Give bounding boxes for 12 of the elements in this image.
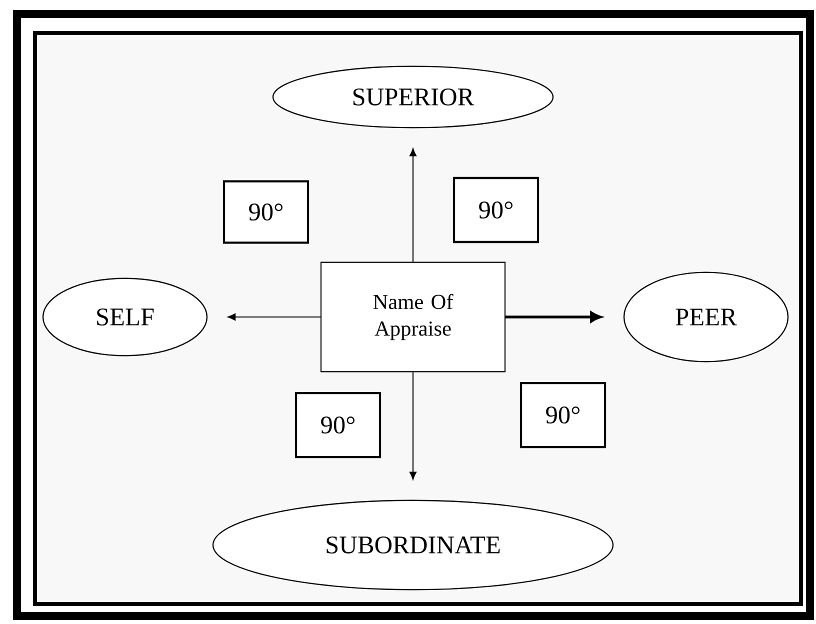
ellipse-node: SUBORDINATE bbox=[212, 500, 614, 590]
ellipse-node: SELF bbox=[42, 278, 208, 356]
arrow bbox=[228, 313, 320, 321]
angle-box: 90° bbox=[294, 392, 382, 458]
arrow bbox=[409, 148, 417, 262]
angle-box: 90° bbox=[520, 382, 606, 448]
angle-box: 90° bbox=[452, 176, 540, 244]
center-box: Name Of Appraise bbox=[320, 262, 506, 372]
ellipse-node: PEER bbox=[623, 272, 789, 362]
arrow bbox=[409, 372, 417, 480]
angle-box: 90° bbox=[222, 180, 310, 244]
ellipse-node: SUPERIOR bbox=[272, 66, 554, 128]
